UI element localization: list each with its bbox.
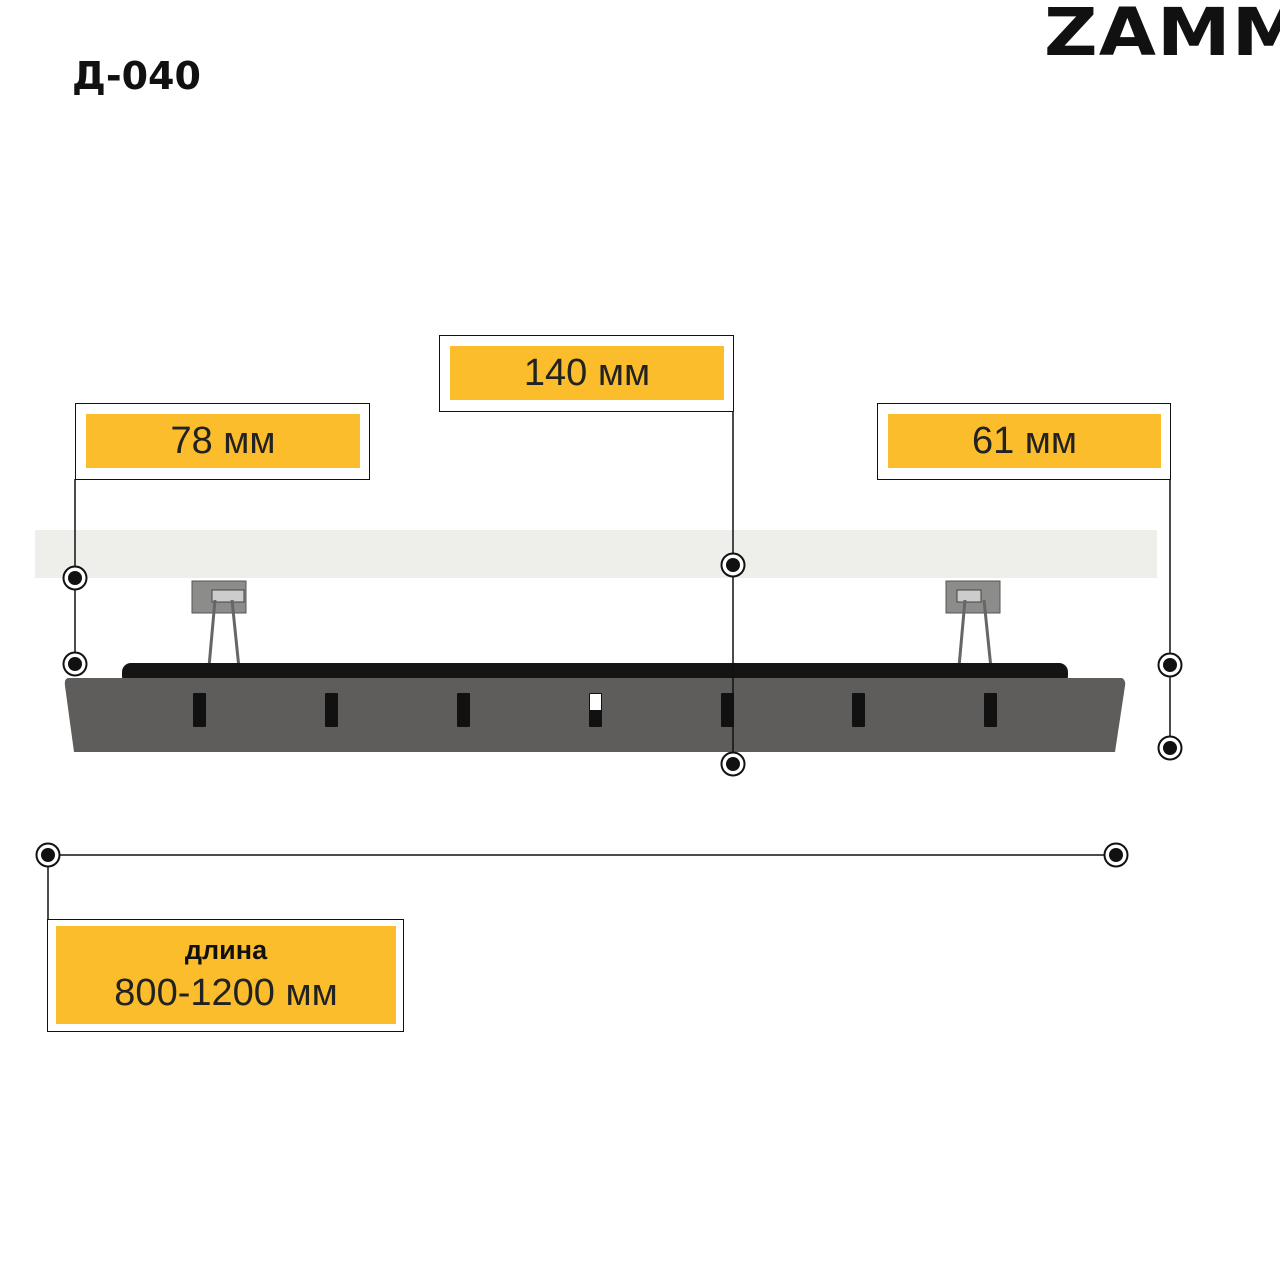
marker-dot: [726, 757, 740, 771]
ceiling-surface: [35, 530, 1157, 578]
marker-dot: [1163, 741, 1177, 755]
dimension-lines: [47, 411, 1171, 919]
model-title: Д-040: [72, 54, 201, 98]
bracket-left: [191, 580, 247, 679]
length-label: длина: [184, 935, 268, 965]
length-value: 800-1200 мм: [114, 972, 338, 1014]
marker-dot: [68, 657, 82, 671]
marker-dot: [41, 848, 55, 862]
marker-dot: [68, 571, 82, 585]
label-height: 140 мм: [439, 335, 734, 412]
marker-dot: [1163, 658, 1177, 672]
height-value: 140 мм: [523, 351, 651, 394]
label-depth-right: 61 мм: [877, 403, 1171, 480]
depth-left-value: 78 мм: [170, 419, 276, 462]
label-length: длина 800-1200 мм: [47, 919, 404, 1032]
dimension-markers: [35, 552, 1183, 868]
label-depth-left: 78 мм: [75, 403, 370, 480]
shelf-slots: [193, 693, 997, 727]
depth-right-value: 61 мм: [971, 419, 1078, 462]
marker-dot: [726, 558, 740, 572]
marker-dot: [1109, 848, 1123, 862]
brand-logo: ZAMM: [1044, 0, 1280, 71]
